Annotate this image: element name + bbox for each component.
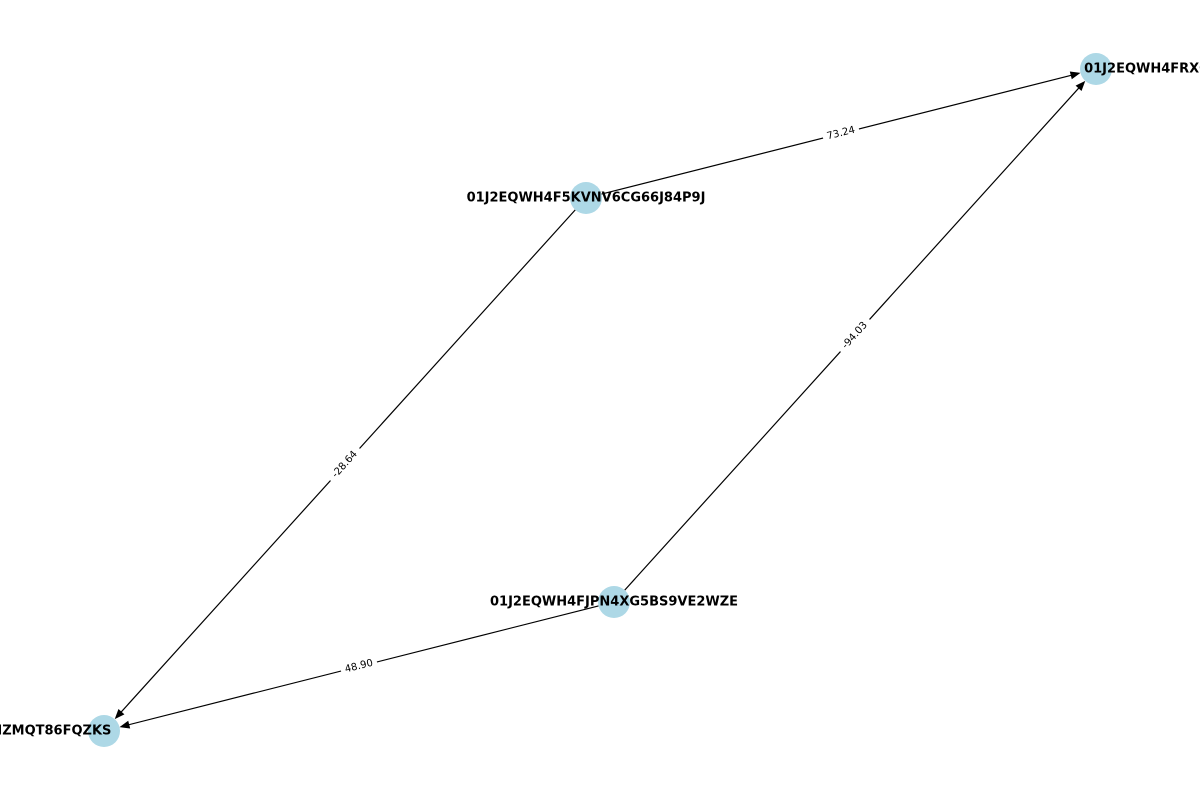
edges-layer (114, 71, 1086, 729)
edge-arrowhead (1075, 80, 1086, 91)
node-label: 01J2EQWH4F5KVNV6CG66J84P9J (467, 191, 706, 206)
edge-label-background (835, 314, 875, 357)
edge-label-background (339, 655, 379, 678)
node-label: 01J2EQWH4FRXG7GN3FWRK9A (1084, 62, 1200, 77)
node-label: 01J2EQWH4FJPN4XG5BS9VE2WZE (490, 595, 738, 610)
node-n1[interactable] (1080, 53, 1112, 85)
edge-label-group: 73.24 (821, 122, 861, 145)
edge-label-background (325, 443, 365, 486)
edge-label-group: 48.90 (339, 655, 379, 678)
edge-label: -94.03 (840, 320, 870, 351)
edge-label-group: -28.64 (325, 443, 365, 486)
edge-label-group: -94.03 (835, 314, 875, 357)
node-labels-layer: 01J2EQWH4FRXG7GN3FWRK9A 01J2EQWH4F5KVNV6C… (0, 62, 1200, 739)
nodes-layer (88, 53, 1112, 747)
edge-arrowhead (119, 720, 131, 729)
node-n4[interactable] (88, 715, 120, 747)
node-label: EQWH4FD3TEMZMQT86FQZKS (0, 724, 111, 739)
node-n3[interactable] (598, 586, 630, 618)
node-n2[interactable] (570, 182, 602, 214)
edge-label-background (821, 122, 861, 145)
edge-arrowhead (1069, 71, 1081, 80)
edge-label: -28.64 (330, 449, 360, 480)
edge-arrowhead (114, 709, 125, 720)
